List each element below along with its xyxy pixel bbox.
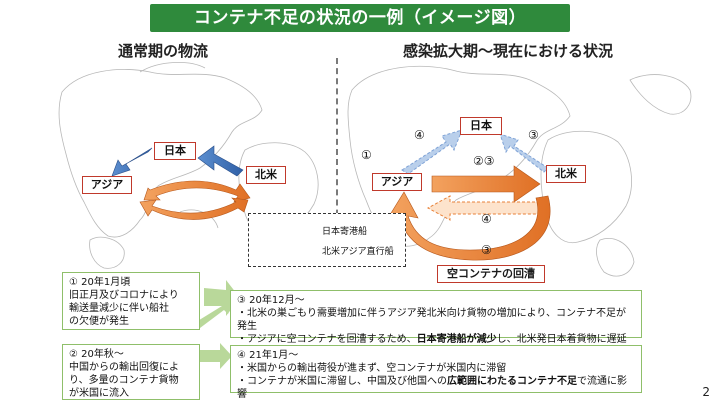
connector-arrow-lower: [196, 343, 232, 369]
empty-container-return-label: 空コンテナの回漕: [437, 265, 545, 283]
orange-arrow-asia-na: [143, 180, 251, 203]
note-3-title: ③ 20年12月～: [237, 295, 305, 306]
note-4-line-2-emph: 広範囲にわたるコンテナ不足: [447, 376, 577, 387]
marker-1: ①: [361, 148, 372, 162]
note-4-title: ④ 21年1月～: [237, 350, 299, 361]
note-2-line-3: が米国に流入: [69, 388, 129, 399]
panel-divider: [336, 58, 338, 256]
note-1-line-2: 輸送量減少に伴い船社: [69, 303, 169, 314]
left-label-na: 北米: [246, 166, 286, 184]
right-label-asia: アジア: [372, 173, 422, 191]
note-1-line-1: 旧正月及びコロナにより: [69, 290, 179, 301]
note-2-line-1: 中国からの輸出回復によ: [69, 362, 179, 373]
marker-2-3: ②③: [473, 154, 495, 168]
note-1: ① 20年1月頃 旧正月及びコロナにより 輸送量減少に伴い船社 の欠便が発生: [62, 272, 200, 330]
note-1-line-3: の欠便が発生: [69, 316, 129, 327]
note-4-line-2-c: で流通に影響: [237, 376, 627, 400]
right-panel-title: 感染拡大期～現在における状況: [403, 42, 614, 60]
note-3: ③ 20年12月～ ・北米の巣ごもり需要増加に伴うアジア発北米向け貨物の増加によ…: [230, 290, 642, 345]
blue-arrow-na-to-japan: [197, 145, 244, 177]
connector-arrow-mid: [196, 300, 234, 328]
legend-orange-label: 北米アジア直行船: [322, 247, 394, 257]
dashed-orange-arrow-na-to-asia: [426, 195, 541, 221]
note-3-line-2-c: し、北米発日本着貨物に遅延: [496, 334, 627, 345]
left-panel-title: 通常期の物流: [118, 42, 209, 60]
note-4-line-2-a: ・コンテナが米国に滞留し、中国及び他国への: [237, 376, 447, 387]
orange-curved-return-arrow: [387, 191, 551, 261]
marker-3-top: ③: [528, 128, 539, 142]
left-label-asia: アジア: [82, 176, 132, 194]
note-2: ② 20年秋～ 中国からの輸出回復によ り、多量のコンテナ貨物 が米国に流入: [62, 344, 200, 400]
note-4-line-2: ・コンテナが米国に滞留し、中国及び他国への広範囲にわたるコンテナ不足で流通に影響: [237, 375, 635, 401]
note-4: ④ 21年1月～ ・米国からの輸出荷役が進まず、空コンテナが米国内に滞留 ・コン…: [230, 345, 642, 400]
orange-arrow-na-asia: [139, 197, 249, 220]
page-number: 2: [702, 385, 710, 399]
note-3-line-2: ・アジアに空コンテナを回漕するため、日本寄港船が減少し、北米発日本着貨物に遅延: [237, 333, 635, 346]
page-title: コンテナ不足の状況の一例（イメージ図）: [150, 4, 570, 32]
marker-4-top: ④: [414, 128, 425, 142]
note-4-line-1: ・米国からの輸出荷役が進まず、空コンテナが米国内に滞留: [237, 363, 507, 374]
dashed-blue-arrow-asia-japan: [401, 129, 463, 175]
note-3-line-2-a: ・アジアに空コンテナを回漕するため、: [237, 334, 417, 345]
marker-4-mid: ④: [481, 212, 492, 226]
legend: [248, 213, 406, 267]
left-label-japan: 日本: [154, 142, 196, 160]
legend-blue-label: 日本寄港船: [322, 227, 368, 237]
right-label-japan: 日本: [460, 117, 502, 135]
marker-3-bottom: ③: [481, 243, 492, 257]
note-2-title: ② 20年秋～: [69, 349, 124, 360]
note-1-title: ① 20年1月頃: [69, 277, 131, 288]
note-3-line-1: ・北米の巣ごもり需要増加に伴うアジア発北米向け貨物の増加により、コンテナ不足が発…: [237, 308, 626, 332]
right-arrows: [387, 129, 551, 261]
right-label-na: 北米: [546, 165, 586, 183]
blue-arrow-japan-to-asia: [111, 147, 153, 177]
note-3-line-2-emph: 日本寄港船が減少: [416, 334, 497, 345]
orange-arrow-asia-to-na: [431, 165, 541, 203]
dashed-blue-arrow-na-japan: [499, 133, 549, 173]
note-2-line-2: り、多量のコンテナ貨物: [69, 375, 179, 386]
left-arrows: [111, 145, 251, 220]
